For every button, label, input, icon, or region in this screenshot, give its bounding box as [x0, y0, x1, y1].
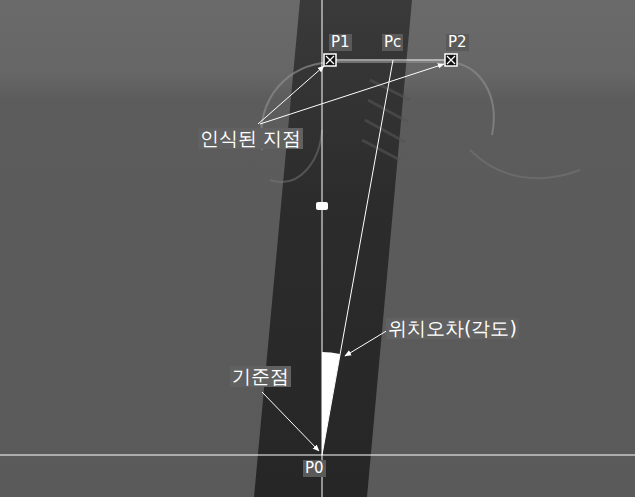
annotation-label: 기준점: [230, 366, 291, 387]
object-outline: [470, 150, 580, 178]
object-streaks: [362, 80, 410, 160]
point-marker: [324, 54, 336, 66]
tube-band: [254, 0, 412, 497]
angle-line: [322, 60, 393, 455]
point-link: [335, 60, 446, 61]
point-label: P1: [329, 34, 352, 51]
annotation-label: 위치오차(각도): [386, 318, 519, 339]
error-wedge: [322, 352, 340, 455]
crosshair-horizontal: [0, 455, 635, 456]
annotation-label: 인식된 지점: [198, 128, 303, 149]
point-label: Pc: [382, 34, 403, 51]
point-label: P0: [303, 460, 326, 477]
leader-lines: [258, 64, 444, 451]
point-label: P2: [446, 34, 469, 51]
point-marker: [445, 54, 457, 66]
